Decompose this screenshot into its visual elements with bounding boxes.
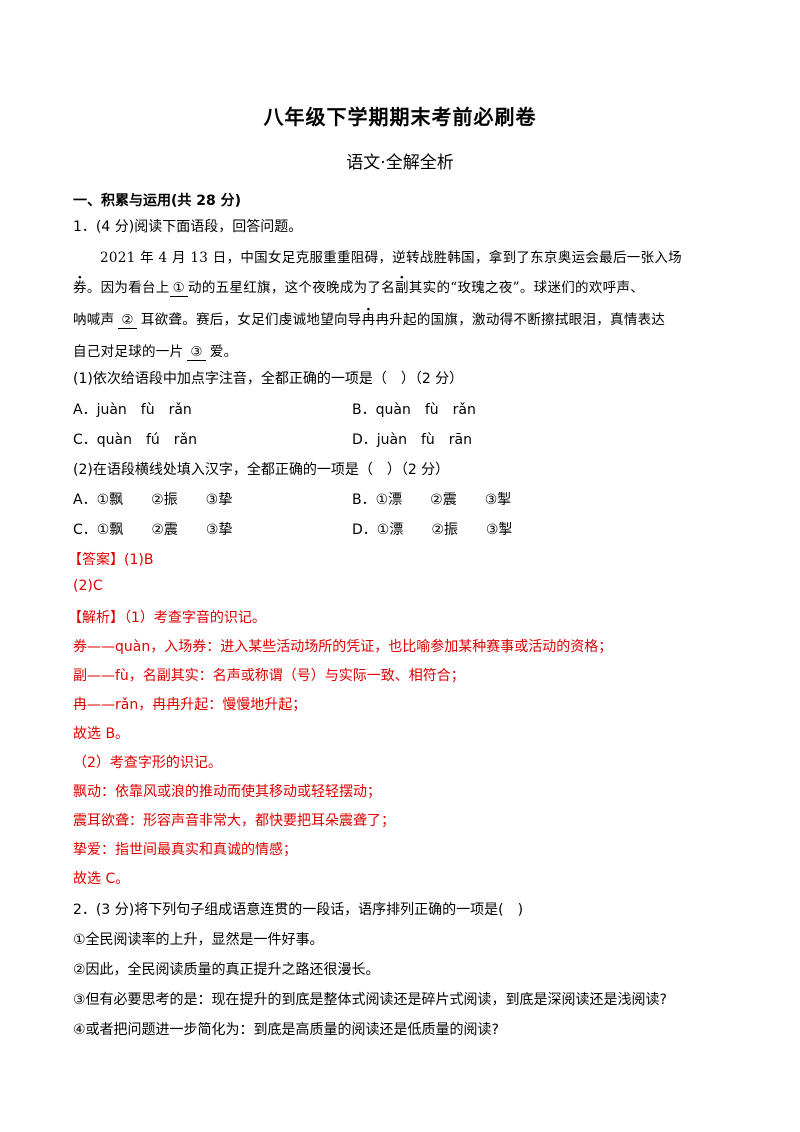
sentence-item: ④或者把问题进一步简化为：到底是高质量的阅读还是低质量的阅读? bbox=[73, 1022, 499, 1038]
option-2d: D．①漂 ②振 ③掣 bbox=[352, 522, 513, 538]
blank-1: ① bbox=[169, 280, 189, 297]
sentence-item: ③但有必要思考的是：现在提升的到底是整体式阅读还是碎片式阅读，到底是深阅读还是浅… bbox=[73, 992, 667, 1008]
passage-line-3: 呐喊声②耳欲聋。赛后，女足们虔诚地望向导冉冉升起的国旗，激动得不断擦拭眼泪，真情… bbox=[73, 308, 665, 329]
analysis-line: 副——fù，名副其实：名声或称谓（号）与实际一致、相符合； bbox=[73, 668, 465, 684]
option-2b: B．①漂 ②震 ③掣 bbox=[352, 492, 512, 508]
option-1c: C．quàn fú rǎn bbox=[73, 432, 197, 448]
blank-3: ③ bbox=[187, 344, 206, 361]
section-heading: 一、积累与运用(共 28 分) bbox=[73, 193, 242, 209]
analysis-line: 冉——rǎn，冉冉升起：慢慢地升起； bbox=[73, 697, 307, 713]
sub-question-1: (1)依次给语段中加点字注音，全都正确的一项是（ ）（2 分） bbox=[73, 371, 464, 387]
option-2c: C．①飘 ②震 ③挚 bbox=[73, 522, 233, 538]
sentence-item: ①全民阅读率的上升，显然是一件好事。 bbox=[73, 932, 324, 948]
page-title: 八年级下学期期末考前必刷卷 bbox=[263, 105, 537, 129]
answer-label: 【答案】(1)B bbox=[68, 552, 154, 568]
analysis-line: 飘动：依靠风或浪的推动而使其移动或轻轻摆动； bbox=[73, 784, 381, 800]
analysis-line: （2）考查字形的识记。 bbox=[73, 755, 222, 771]
analysis-line: 故选 B。 bbox=[73, 726, 130, 742]
dotted-char-quan: 券 bbox=[73, 280, 87, 296]
dotted-char-ran: 冉 bbox=[362, 312, 376, 328]
option-1b: B．quàn fù rǎn bbox=[352, 402, 476, 418]
sentence-item: ②因此，全民阅读质量的真正提升之路还很漫长。 bbox=[73, 962, 380, 978]
analysis-line: 故选 C。 bbox=[73, 871, 130, 887]
sub-question-2: (2)在语段横线处填入汉字，全都正确的一项是（ ）（2 分） bbox=[73, 462, 450, 478]
analysis-line: 震耳欲聋：形容声音非常大，都快要把耳朵震聋了； bbox=[73, 813, 395, 829]
page-subtitle: 语文·全解全析 bbox=[346, 153, 454, 173]
option-1a: A．juàn fù rǎn bbox=[73, 402, 192, 418]
analysis-line: 【解析】（1）考查字音的识记。 bbox=[68, 610, 266, 626]
option-1d: D．juàn fù rān bbox=[352, 432, 473, 448]
analysis-line: 挚爱：指世间最真实和真诚的情感； bbox=[73, 842, 297, 858]
question-1-stem: 1．(4 分)阅读下面语段，回答问题。 bbox=[73, 219, 303, 235]
dotted-char-fu: 副 bbox=[395, 280, 409, 296]
passage-line-1: 2021 年 4 月 13 日，中国女足克服重重阻碍，逆转战胜韩国，拿到了东京奥… bbox=[100, 250, 682, 266]
passage-line-2: 券。因为看台上①动的五星红旗，这个夜晚成为了名副其实的“玫瑰之夜”。球迷们的欢呼… bbox=[73, 276, 644, 297]
blank-2: ② bbox=[118, 312, 137, 329]
question-2-stem: 2．(3 分)将下列句子组成语意连贯的一段话，语序排列正确的一项是( ) bbox=[73, 902, 524, 918]
analysis-line: 券——quàn，入场券：进入某些活动场所的凭证，也比喻参加某种赛事或活动的资格； bbox=[73, 639, 613, 655]
answer-2: (2)C bbox=[73, 578, 103, 594]
option-2a: A．①飘 ②振 ③挚 bbox=[73, 492, 233, 508]
